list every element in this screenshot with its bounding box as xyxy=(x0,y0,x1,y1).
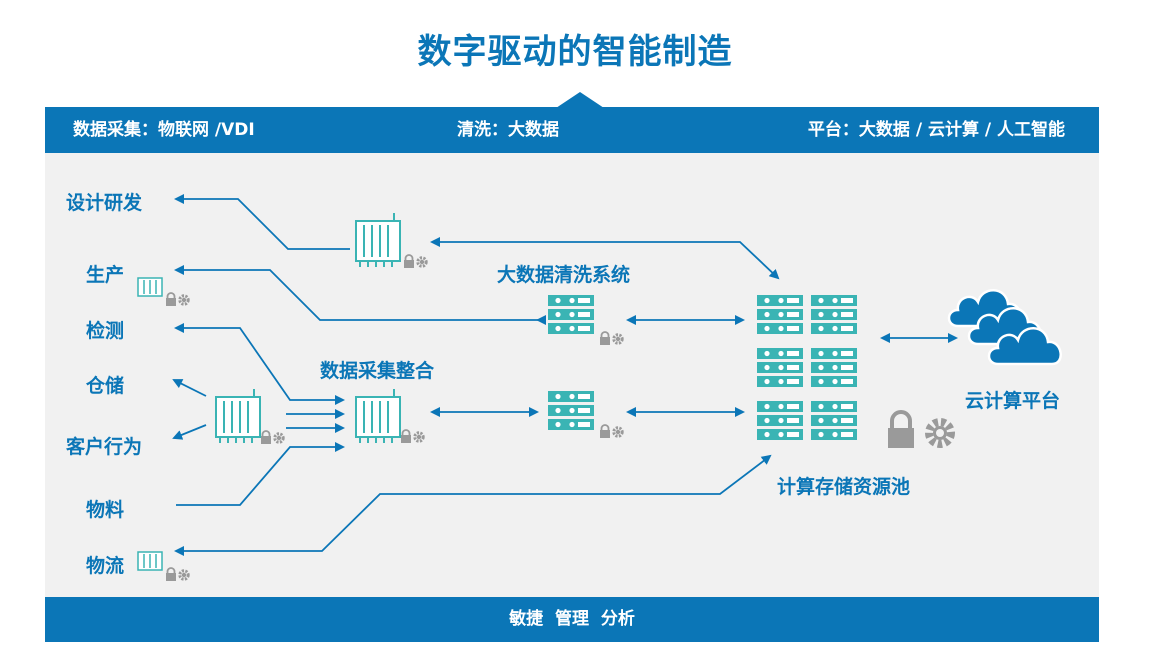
label-cleaning-system: 大数据清洗系统 xyxy=(497,264,631,286)
line-customer xyxy=(172,424,207,440)
lock-gear-icon xyxy=(164,291,190,308)
server-cleaning xyxy=(548,295,594,334)
lock-gear-icon xyxy=(164,566,190,583)
line-rack-pool xyxy=(430,237,780,280)
label-customer-behavior: 客户行为 xyxy=(66,436,143,458)
lock-gear-icon xyxy=(259,429,285,446)
top-bar-notch xyxy=(556,92,604,108)
lock-gear-icon xyxy=(399,428,425,445)
line-logistics xyxy=(174,454,772,556)
top-bar: 数据采集：物联网 /VDI 清洗：大数据 平台：大数据 / 云计算 / 人工智能 xyxy=(45,107,1099,153)
bottom-bar: 敏捷 管理 分析 xyxy=(45,597,1099,642)
mini-rack-production xyxy=(137,277,163,297)
label-collection-integration: 数据采集整合 xyxy=(320,360,435,382)
label-inspection: 检测 xyxy=(86,320,125,342)
lock-gear-icon xyxy=(598,330,624,347)
line-storage xyxy=(172,379,207,397)
top-bar-cleaning: 清洗：大数据 xyxy=(457,120,559,140)
security-settings-icon xyxy=(888,410,955,448)
label-storage: 仓储 xyxy=(86,375,125,397)
label-resource-pool: 计算存储资源池 xyxy=(777,476,911,498)
cloud-icon xyxy=(947,288,1062,366)
label-design-rd: 设计研发 xyxy=(66,192,143,214)
line-inspection xyxy=(174,323,345,405)
server-lower xyxy=(548,391,594,430)
rack-design xyxy=(355,212,401,268)
mini-rack-logistics xyxy=(137,551,163,571)
top-bar-platform: 平台：大数据 / 云计算 / 人工智能 xyxy=(807,120,1065,140)
line-design xyxy=(174,194,350,250)
rack-collection xyxy=(355,388,401,444)
top-bar-collection: 数据采集：物联网 /VDI xyxy=(73,120,255,140)
line-production xyxy=(174,265,546,325)
rack-field xyxy=(215,388,261,444)
resource-pool-servers xyxy=(757,295,857,440)
label-cloud-platform: 云计算平台 xyxy=(965,390,1061,412)
lock-gear-icon xyxy=(598,423,624,440)
line-material xyxy=(176,442,345,506)
page-title: 数字驱动的智能制造 xyxy=(417,32,733,72)
label-material: 物料 xyxy=(86,499,125,521)
label-logistics: 物流 xyxy=(86,555,125,577)
label-production: 生产 xyxy=(86,264,125,286)
bottom-bar-text: 敏捷 管理 分析 xyxy=(509,609,635,629)
lock-gear-icon xyxy=(402,253,428,270)
